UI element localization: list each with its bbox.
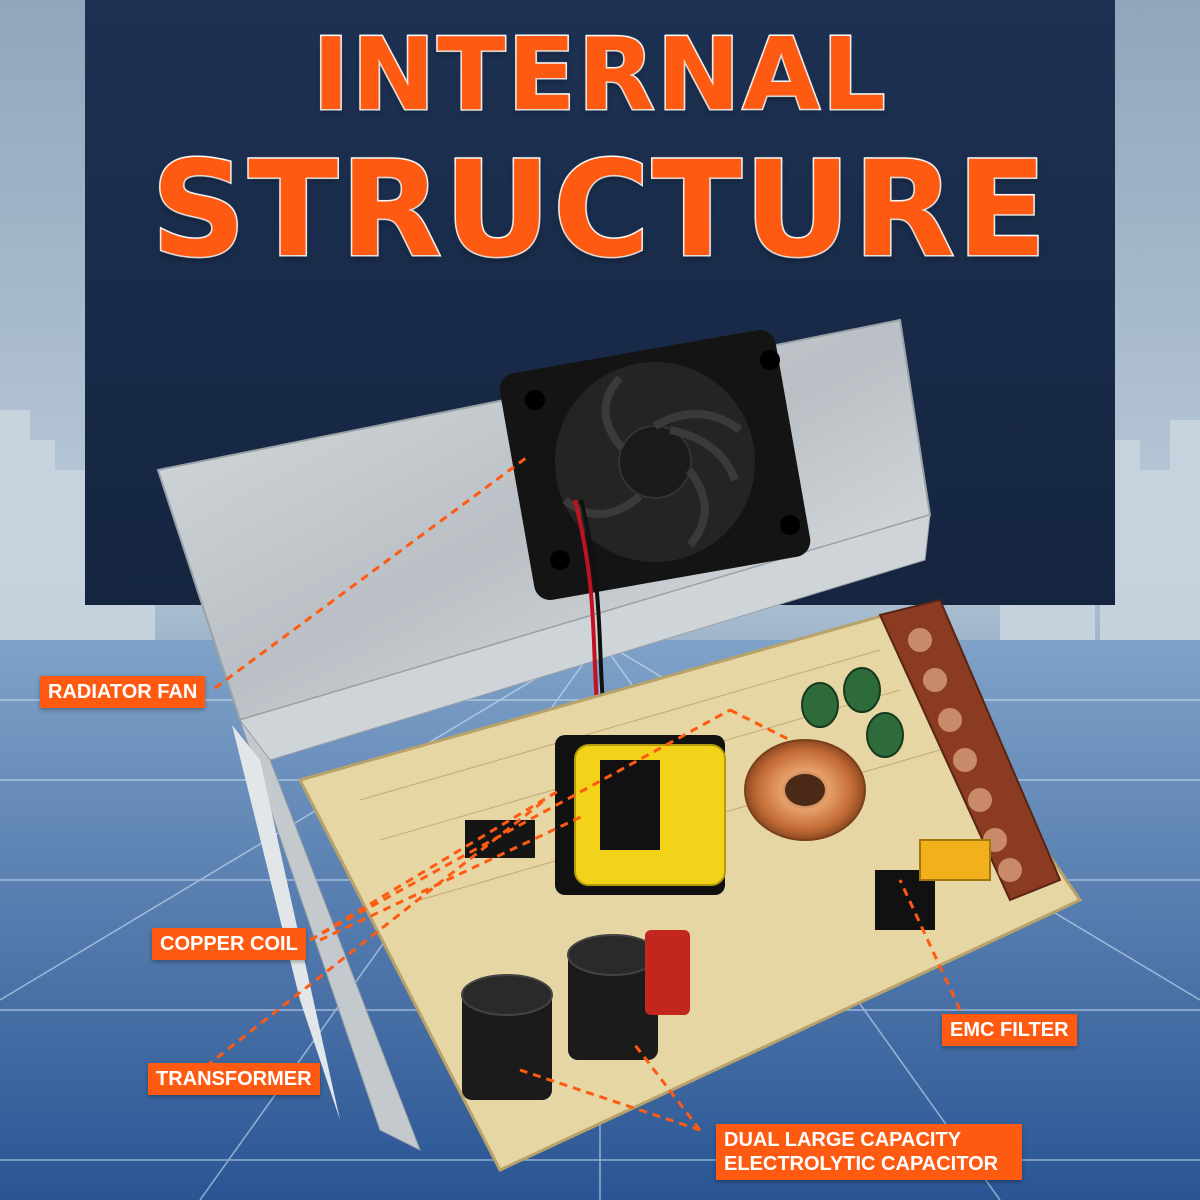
label-capacitor-line-2: ELECTROLYTIC CAPACITOR xyxy=(724,1153,999,1175)
label-radiator-fan: RADIATOR FAN xyxy=(40,676,206,708)
ic-chip-icon xyxy=(465,820,535,858)
headline-line-2: STRUCTURE xyxy=(150,133,1049,287)
emc-filter-icon xyxy=(645,839,991,1015)
transformer-icon xyxy=(555,735,726,895)
label-copper-coil: COPPER COIL xyxy=(152,928,306,960)
small-capacitors xyxy=(801,667,904,758)
callout-lines xyxy=(194,453,962,1132)
label-emc-filter: EMC FILTER xyxy=(942,1014,1077,1046)
label-capacitor-line-1: DUAL LARGE CAPACITY xyxy=(724,1129,962,1151)
label-capacitor: DUAL LARGE CAPACITY ELECTROLYTIC CAPACIT… xyxy=(716,1124,1022,1180)
headline-line-1: INTERNAL xyxy=(311,16,888,133)
copper-coil-icon xyxy=(744,739,866,841)
fan-icon xyxy=(499,329,811,601)
terminal-block-icon xyxy=(878,598,1062,902)
label-transformer: TRANSFORMER xyxy=(148,1063,320,1095)
large-capacitor-icon xyxy=(461,934,659,1100)
